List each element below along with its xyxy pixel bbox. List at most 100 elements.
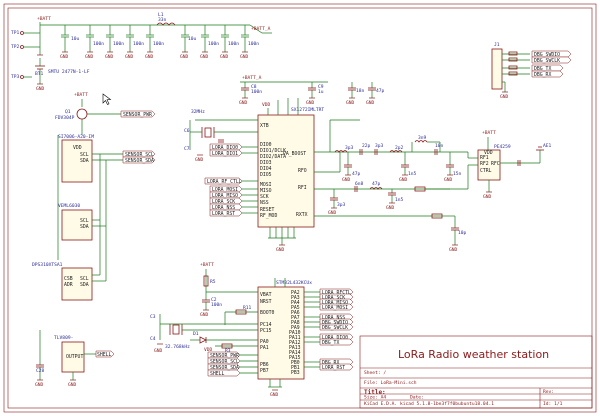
- u1-pin: PA4: [291, 300, 300, 306]
- sheet-label: Sheet: /: [364, 370, 386, 376]
- u4-pin-vdd: VDD: [73, 145, 82, 151]
- u1-pin: VBAT: [260, 292, 272, 298]
- rf-value: 3n9: [418, 135, 427, 141]
- rev-label: Rev:: [543, 389, 554, 395]
- u1-left-net-label: SENSOR_PWR: [210, 353, 239, 359]
- gnd-label: GND: [342, 177, 351, 183]
- u2-part: VEML6030: [58, 203, 80, 209]
- rf-value: 3p3: [375, 143, 384, 149]
- vdd-label-u3: VDD: [262, 102, 271, 108]
- cap-value: 10u: [71, 36, 80, 42]
- gnd-label: GND: [386, 205, 395, 211]
- u6-pin: RF1: [480, 155, 489, 161]
- gnd-label: GND: [306, 100, 315, 106]
- u3-pin: SCK: [260, 194, 269, 200]
- u1-pin: PA10: [289, 330, 301, 336]
- u1-left-net-label: SENSOR_SDA: [210, 365, 239, 371]
- c3-ref: C3: [150, 314, 156, 320]
- y1-crystal[interactable]: 32MHz C6 C7 GND: [184, 109, 258, 163]
- sheet-frame: [3, 3, 597, 413]
- u3-pin: MISO: [260, 188, 272, 194]
- bt1-part: SMTU 2477N-1-LF: [48, 69, 90, 75]
- gnd-label: GND: [35, 382, 44, 388]
- u1-pin: PB1: [291, 365, 300, 371]
- rf-value: 10p: [458, 230, 467, 236]
- cap-value: 100n: [228, 41, 239, 47]
- u6-pin: VDD: [484, 150, 493, 156]
- j1-label-tx: DBG_TX: [534, 66, 551, 72]
- cap-value: 47p: [376, 88, 385, 94]
- gnd-label: GND: [276, 247, 285, 253]
- sensor-scl-label: SENSOR_SCL: [125, 152, 154, 158]
- rf-value: 10n: [435, 143, 444, 149]
- mouse-cursor-icon: [102, 93, 112, 105]
- u6-pe4259[interactable]: +BATT PE4259 RF1 RF2 CTRL VDD RFC AE1 GN…: [468, 130, 552, 200]
- u1-pin: PA15: [289, 355, 301, 361]
- u3-pin: PA_BOOST: [283, 151, 306, 157]
- u1-net-label: LORA_MISO: [322, 300, 348, 306]
- gnd-label: GND: [85, 54, 94, 60]
- c2-value: 100n: [211, 302, 222, 308]
- c6-ref: C6: [184, 128, 190, 134]
- u1-pin: PA0: [260, 339, 269, 345]
- u5-pin-adr: ADR: [64, 282, 73, 288]
- gnd-label: GND: [239, 100, 248, 106]
- j1-label-rx: DBG_RX: [534, 72, 551, 78]
- u4-si7006[interactable]: SI7006-A20-IM VDD SCL SDA SENSOR_SCL SEN…: [57, 134, 156, 281]
- u1-left-net-label: SHELL: [210, 371, 225, 377]
- gnd-label: GND: [195, 157, 204, 163]
- u3-left-net-labels: LORA_DIO0 LORA_DIO1 LORA_RF_CTLL LORA_MO…: [204, 143, 258, 217]
- net-lora-mosi: LORA_MOSI: [212, 187, 238, 193]
- y1-freq: 32MHz: [191, 109, 205, 115]
- u3-pin: RF_MOD: [260, 213, 277, 219]
- rf-value: 1n5: [395, 197, 404, 203]
- u1-pin: PC14: [260, 322, 272, 328]
- u3-top-caps: C8 100n C9 1u GND GND +BATT_A 18n 47p GN…: [239, 75, 385, 106]
- rf-value: 2p2: [395, 145, 404, 151]
- net-lora-miso: LORA_MISO: [212, 193, 238, 199]
- u2-pin-sda: SDA: [80, 224, 89, 230]
- kicad-version: KiCad E.D.A. kicad 5.1.8-1be3f7f0bubuntu…: [364, 401, 494, 407]
- q1-sensor-power-switch[interactable]: +BATT SENSOR_PWR Q1 FDV304P: [55, 92, 156, 135]
- gnd-label: GND: [399, 177, 408, 183]
- sheet-inner-frame: [7, 7, 593, 409]
- sensor-pwr-label: SENSOR_PWR: [123, 112, 152, 118]
- gnd-label: GND: [444, 177, 453, 183]
- u6-pin: CTRL: [480, 168, 492, 174]
- u1-pin: BOOT0: [260, 310, 275, 316]
- r11-ref: R11: [243, 305, 252, 311]
- u5-dps310[interactable]: DPS310XTSA1 CSB ADR SCL SDA: [32, 262, 106, 301]
- u1-stm32[interactable]: STM32L432KCUx VBAT NRST BOOT0 PC14 PC15 …: [257, 278, 312, 398]
- gnd-label: GND: [180, 54, 189, 60]
- j1-connector[interactable]: J1 DBG_SWDIO DBG_SWCLK DBG_TX DBG_RX GND: [491, 42, 572, 100]
- u3-sx1272[interactable]: SX1272IMLTRT XTB DIO0 DIO1/DCLK DIO2/DAT…: [257, 98, 324, 253]
- title-label: Title:: [364, 389, 386, 396]
- sheet-id: Id: 1/1: [543, 401, 563, 407]
- u4-part: SI7006-A20-IM: [58, 134, 94, 140]
- u1-pin: PA6: [291, 310, 300, 316]
- u1-net-label: DBG_RX: [322, 360, 339, 366]
- gnd-label: GND: [240, 54, 249, 60]
- u3-pin: MOSI: [260, 182, 272, 188]
- u3-pin: RFO: [298, 168, 307, 174]
- u1-net-label: LORA_SCK: [322, 295, 345, 301]
- u1-pin: PA11: [289, 335, 301, 341]
- file-label: File: LoRa-Mini.sch: [364, 380, 417, 386]
- net-lora-dio1: LORA_DIO1: [212, 151, 238, 157]
- u7-tlv809[interactable]: TLV809- OUTPUT SHELL C28 GND GND: [35, 330, 115, 388]
- u1-net-label: DBG_TX: [322, 340, 339, 346]
- u1-net-label: LORA_RST: [322, 365, 345, 371]
- gnd-label: GND: [328, 210, 337, 216]
- u1-pin: PB0: [291, 360, 300, 366]
- gnd-label: GND: [483, 194, 492, 200]
- u1-pin: PA12: [289, 340, 301, 346]
- u2-veml6030[interactable]: VEML6030 SCL SDA: [58, 203, 106, 241]
- u7-part: TLV809-: [54, 335, 73, 341]
- u3-pin: XTB: [260, 123, 269, 129]
- u3-pin: DIO2/DATA: [260, 154, 286, 160]
- cap-value: 100n: [251, 89, 262, 95]
- c8-ref: C8: [251, 84, 257, 90]
- c4-ref: C4: [150, 336, 156, 342]
- u3-pin: RXTX: [296, 212, 308, 218]
